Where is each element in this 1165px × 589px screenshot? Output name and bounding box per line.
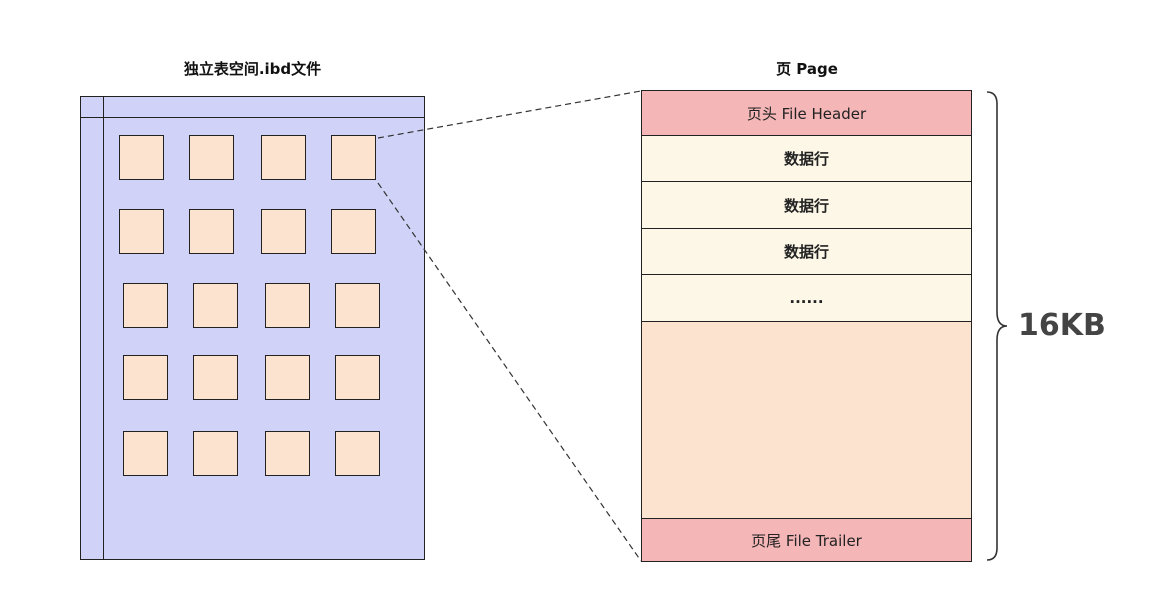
- page-block: [189, 209, 234, 254]
- file-title: 独立表空间.ibd文件: [183, 60, 322, 78]
- data-row-3: 数据行: [642, 229, 971, 275]
- page-detail: 页头 File Header 数据行 数据行 数据行 ...... 页尾 Fil…: [641, 90, 972, 562]
- page-block: [265, 355, 310, 400]
- data-row-ellipsis: ......: [642, 275, 971, 322]
- page-block: [335, 283, 380, 328]
- page-block: [265, 283, 310, 328]
- data-row-1: 数据行: [642, 136, 971, 182]
- file-header-line: [81, 117, 424, 118]
- page-block: [335, 431, 380, 476]
- page-block: [261, 135, 306, 180]
- connector-bottom: [377, 182, 642, 562]
- page-header-row: 页头 File Header: [642, 91, 971, 136]
- data-row-2: 数据行: [642, 182, 971, 229]
- page-block: [123, 355, 168, 400]
- page-block: [189, 135, 234, 180]
- page-block: [123, 431, 168, 476]
- page-block: [119, 209, 164, 254]
- page-block: [193, 355, 238, 400]
- page-trailer-row: 页尾 File Trailer: [642, 518, 971, 561]
- page-block: [193, 283, 238, 328]
- page-title: 页 Page: [776, 60, 838, 78]
- page-size-label: 16KB: [1018, 308, 1106, 343]
- page-block: [331, 135, 376, 180]
- page-block: [335, 355, 380, 400]
- page-block: [265, 431, 310, 476]
- file-margin-line: [103, 97, 104, 559]
- page-block: [193, 431, 238, 476]
- page-block: [119, 135, 164, 180]
- connector-top: [377, 90, 642, 139]
- page-block: [261, 209, 306, 254]
- page-block: [123, 283, 168, 328]
- page-block: [331, 209, 376, 254]
- size-brace: [986, 91, 1008, 561]
- tablespace-file: [80, 96, 425, 560]
